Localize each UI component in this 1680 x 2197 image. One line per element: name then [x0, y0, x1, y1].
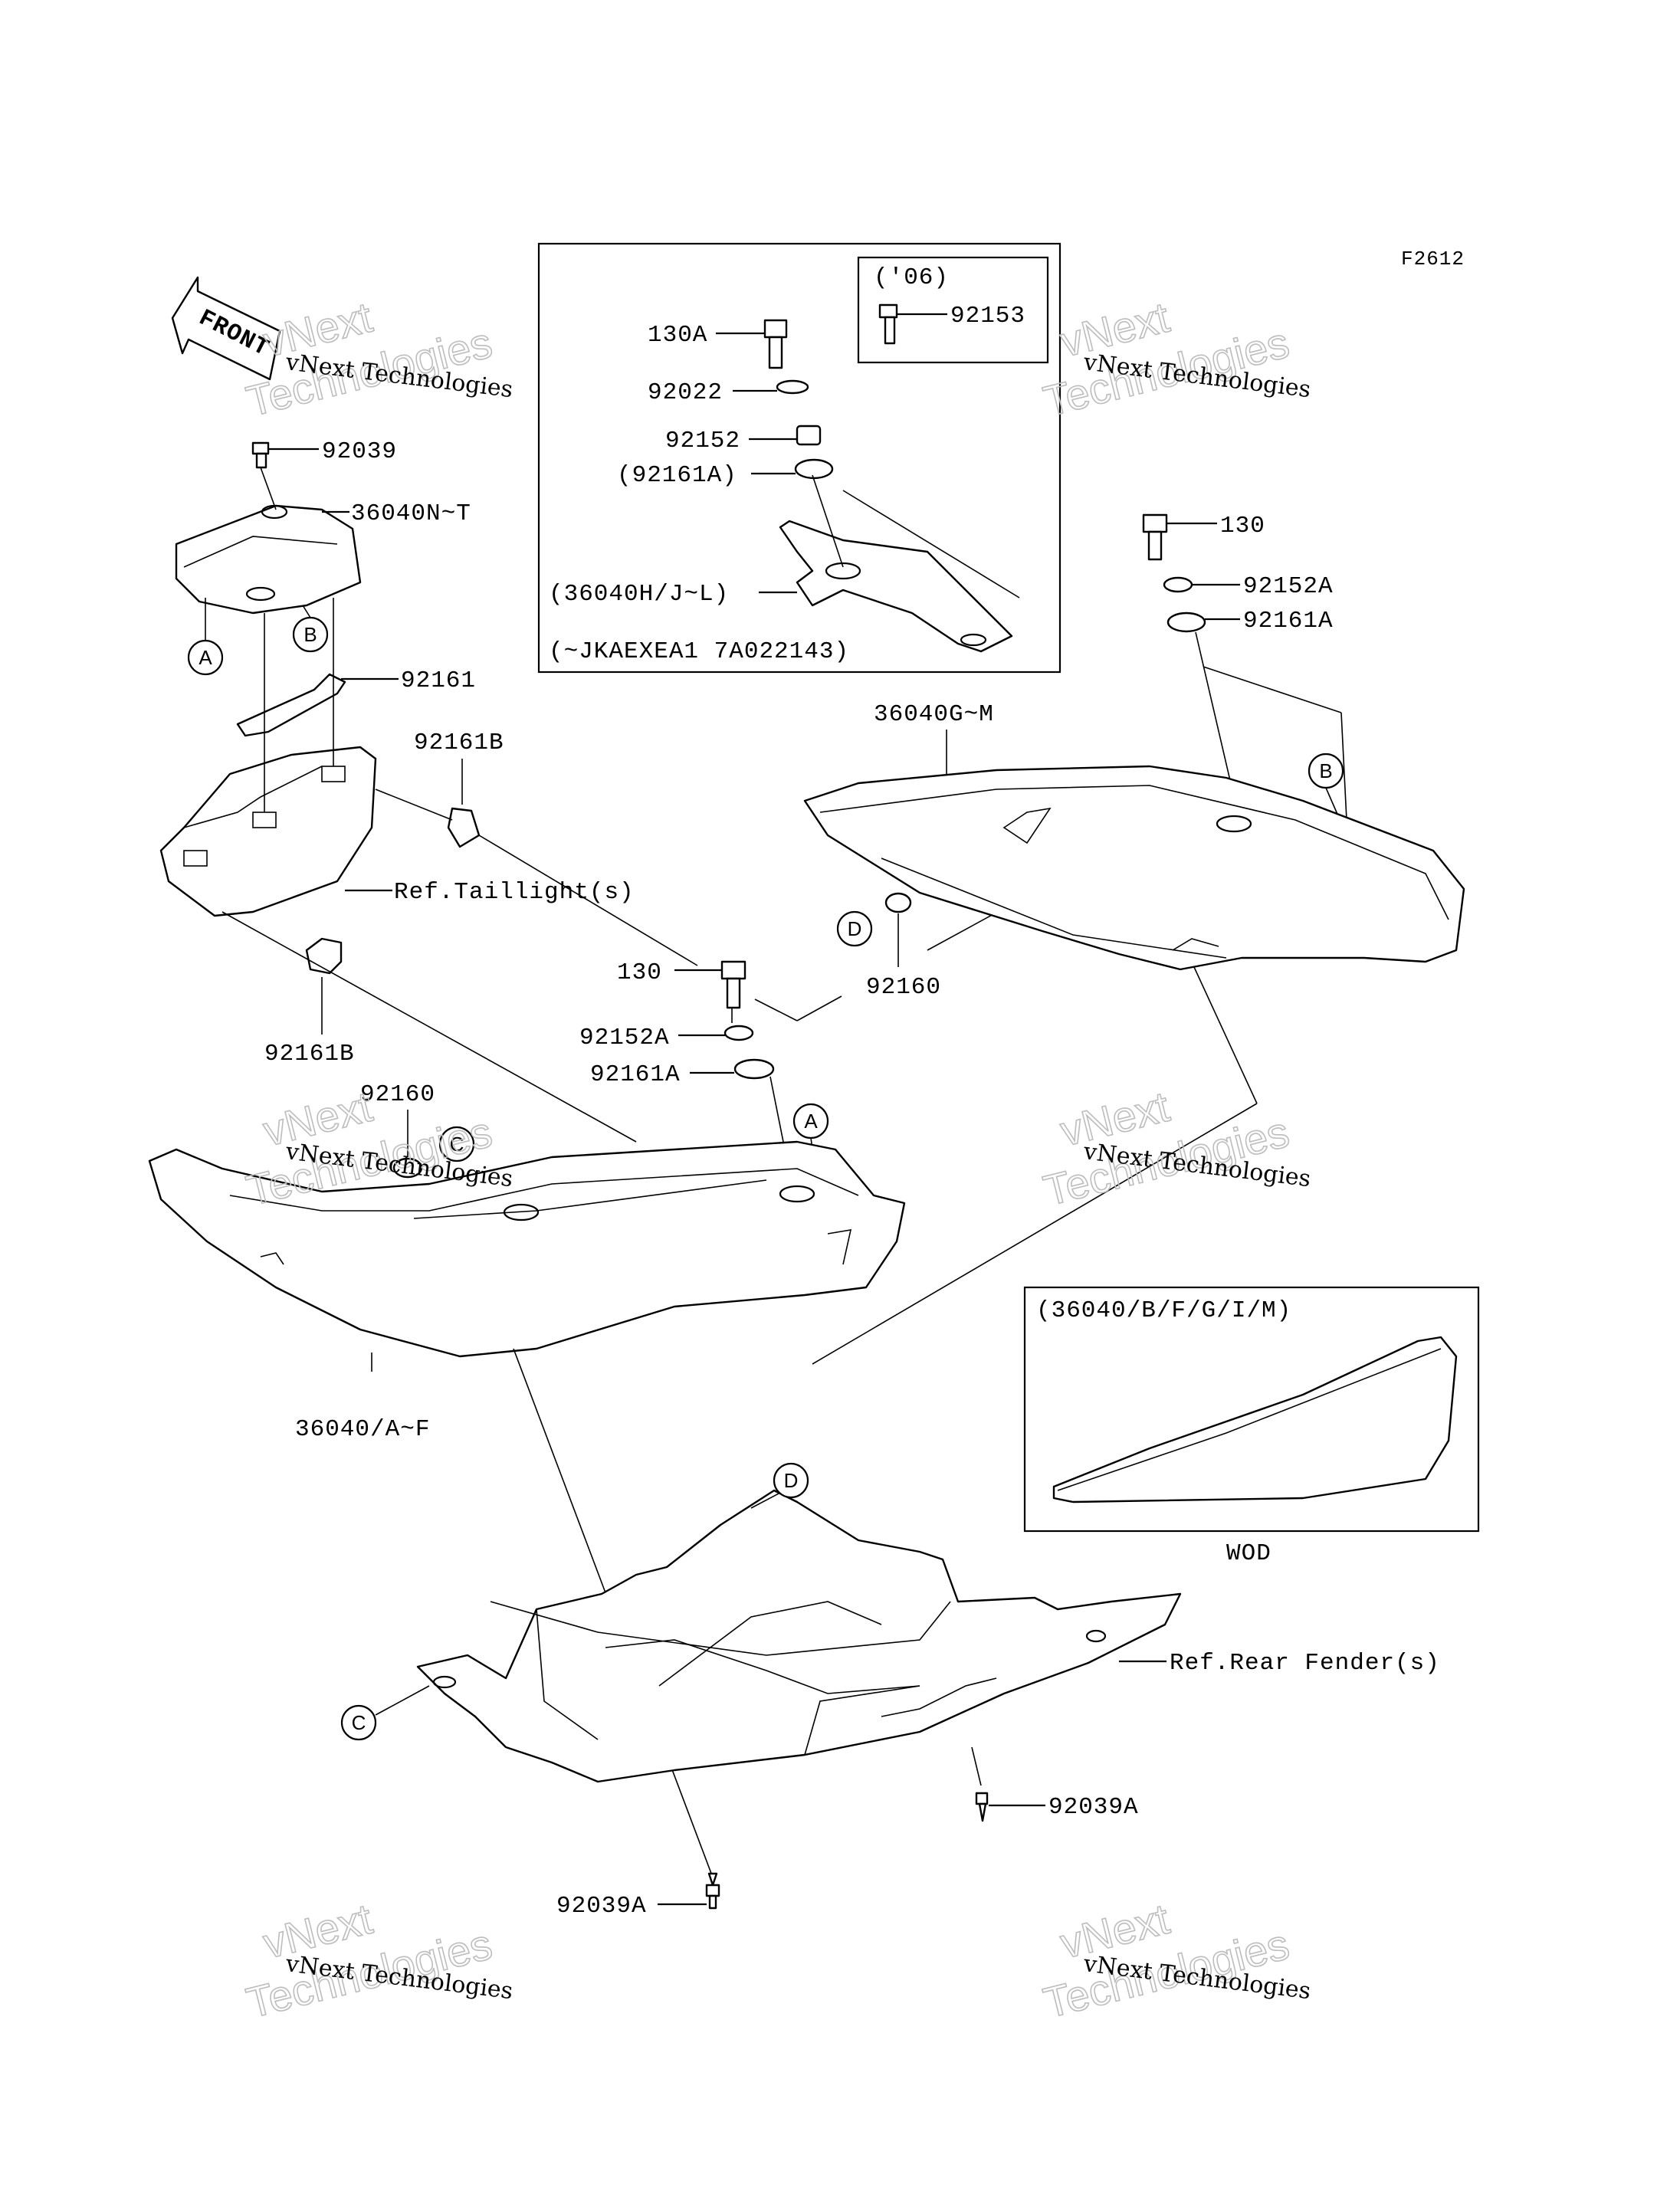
- cover-36040N-icon: [175, 504, 362, 615]
- label-36040A: 36040/A~F: [295, 1416, 430, 1443]
- grommet-92160-d-icon: [884, 892, 912, 913]
- grommet-92161A-right-icon: [1166, 612, 1206, 633]
- subbox-part: 92153: [950, 303, 1025, 330]
- callout-c-mid: [438, 1126, 475, 1162]
- bolt-92039-icon: [251, 441, 270, 469]
- label-36040H: (36040H/J~L): [549, 581, 729, 608]
- label-92039: 92039: [322, 438, 397, 465]
- bolt-130-right-icon: [1142, 513, 1168, 561]
- subbox-title: ('06): [874, 264, 949, 291]
- watermark-5: vNext Technologies: [241, 1894, 497, 2028]
- side-cover-36040G-icon: [803, 765, 1465, 971]
- label-92161A-mid: 92161A: [590, 1061, 681, 1088]
- callout-a-top-text: A: [199, 646, 212, 669]
- label-92161: 92161: [401, 667, 476, 694]
- callout-b-right-text: B: [1319, 759, 1332, 782]
- label-130-right: 130: [1220, 513, 1265, 539]
- label-serial-range: (~JKAEXEA1 7A022143): [549, 638, 849, 665]
- side-cover-36040A-icon: [148, 1140, 906, 1358]
- callout-d-mid: [836, 910, 873, 947]
- callout-b-top-text: B: [304, 623, 317, 646]
- label-92161B-bottom: 92161B: [264, 1041, 355, 1067]
- grommet-92161A-mid-icon: [733, 1058, 775, 1080]
- label-92022: 92022: [648, 379, 723, 406]
- bolt-92153-icon: [878, 303, 947, 345]
- collar-92152-icon: [796, 425, 822, 446]
- callout-d-bottom: [773, 1462, 809, 1499]
- label-92152A-mid: 92152A: [579, 1025, 670, 1051]
- label-36040G: 36040G~M: [874, 701, 994, 728]
- label-92039A-right: 92039A: [1048, 1794, 1139, 1821]
- callout-d-bottom-text: D: [784, 1469, 799, 1492]
- side-cover-wod-icon: [1052, 1336, 1458, 1503]
- grommet-92161A-icon: [794, 458, 834, 480]
- bracket-36040H-icon: [779, 474, 1020, 653]
- label-92160-mid: 92160: [866, 974, 941, 1001]
- grommet-92160-c-icon: [392, 1157, 423, 1179]
- rivet-92039A-bottom-icon: [705, 1872, 720, 1910]
- callout-a-mid-text: A: [804, 1110, 818, 1133]
- bolt-130-mid-icon: [720, 960, 746, 1009]
- watermark-2: vNext Technologies: [1039, 292, 1294, 426]
- washer-92022-icon: [776, 379, 809, 395]
- watermark-4: vNext Technologies: [1039, 1081, 1294, 1215]
- washer-92152A-mid-icon: [724, 1025, 754, 1041]
- callout-c-mid-text: C: [450, 1133, 464, 1156]
- label-130A: 130A: [648, 322, 707, 349]
- grommet-92161B-top-icon: [447, 807, 481, 848]
- washer-92152A-right-icon: [1163, 576, 1193, 593]
- label-92152: 92152: [665, 428, 740, 454]
- watermark-6: vNext Technologies: [1039, 1894, 1294, 2028]
- wod-caption: WOD: [1226, 1540, 1271, 1567]
- callout-c-bottom-text: C: [352, 1711, 366, 1734]
- wod-title: (36040/B/F/G/I/M): [1036, 1297, 1291, 1324]
- watermark-1: vNext Technologies: [241, 292, 497, 426]
- bolt-130A-icon: [763, 319, 788, 369]
- label-92152A-right: 92152A: [1243, 573, 1334, 600]
- grommet-92161B-bottom-icon: [305, 937, 343, 975]
- callout-d-mid-text: D: [848, 917, 862, 940]
- label-92160-left: 92160: [360, 1081, 435, 1108]
- inset-top: ('06) 92153 130A 92022 92152 (92161A): [537, 242, 1061, 674]
- label-36040N: 36040N~T: [351, 500, 471, 527]
- label-ref-rear-fender: Ref.Rear Fender(s): [1170, 1650, 1440, 1677]
- rivet-92039A-right-icon: [975, 1792, 989, 1822]
- label-ref-taillight: Ref.Taillight(s): [394, 879, 635, 906]
- figure-code: F2612: [1401, 248, 1465, 271]
- rear-fender-icon: [416, 1489, 1182, 1783]
- bracket-92161-icon: [236, 673, 346, 737]
- label-130-mid: 130: [617, 959, 662, 986]
- label-92039A-bottom: 92039A: [556, 1893, 647, 1920]
- taillight-icon: [159, 746, 377, 917]
- label-92161B-top: 92161B: [414, 730, 504, 756]
- callout-c-bottom: [340, 1704, 377, 1741]
- label-92161A-paren: (92161A): [617, 462, 737, 489]
- label-92161A-right: 92161A: [1243, 608, 1334, 635]
- inset-wod: (36040/B/F/G/I/M) WOD: [1023, 1286, 1480, 1567]
